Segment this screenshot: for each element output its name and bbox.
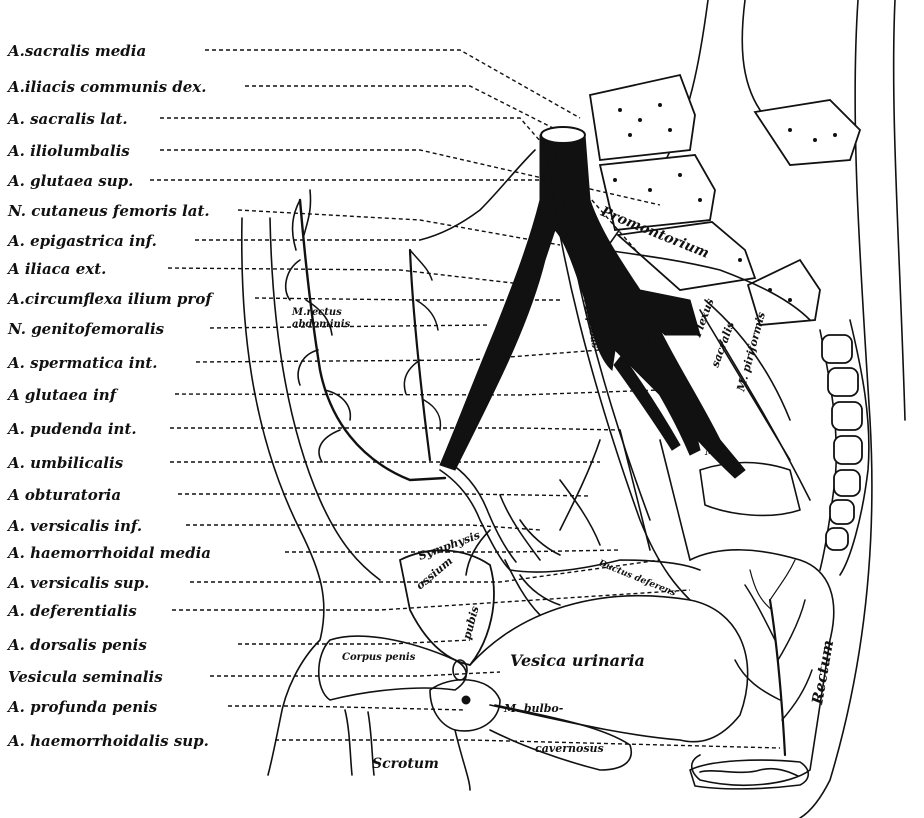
label-ductus-deferens: Ductus deferens (596, 558, 677, 599)
label-a-sacralis-lat: A. sacralis lat. (6, 110, 128, 128)
label-rectum: Rectum (808, 639, 837, 707)
coccyx-segments (822, 335, 862, 550)
label-m-short: M. (704, 447, 720, 458)
label-a-glutaea-sup: A. glutaea sup. (6, 172, 133, 190)
label-n-cutaneus-femoris-lat: N. cutaneus femoris lat. (7, 202, 210, 220)
label-n-genitofemoralis: N. genitofemoralis (7, 320, 165, 338)
label-vesicula-seminalis: Vesicula seminalis (8, 668, 163, 686)
label-a-deferentialis: A. deferentialis (6, 602, 137, 620)
label-a-obturatoria: A obturatoria (6, 486, 121, 504)
label-a-iliaca-communis-dex: A.iliacis communis dex. (6, 78, 206, 96)
label-a-dorsalis-penis: A. dorsalis penis (6, 636, 147, 654)
label-m-bulbo: M. bulbo- (503, 702, 564, 715)
label-corpus-penis: Corpus penis (342, 652, 416, 663)
label-a-spermatica-int: A. spermatica int. (6, 354, 158, 372)
label-a-profunda-penis: A. profunda penis (6, 698, 158, 716)
label-a-umbilicalis: A. umbilicalis (6, 454, 124, 472)
label-cavernosus: cavernosus (535, 742, 604, 755)
label-m-piriformis: M. piriformis (734, 311, 768, 394)
label-a-vesicalis-inf: A. versicalis inf. (6, 517, 142, 535)
label-a-vesicalis-sup: A. versicalis sup. (6, 574, 149, 592)
label-a-glutaea-inf: A glutaea inf (6, 386, 119, 404)
label-a-sacralis-media: A.sacralis media (6, 42, 146, 60)
label-vesica-urinaria: Vesica urinaria (510, 651, 645, 670)
label-m-rectus: M.rectus (291, 307, 342, 318)
label-a-iliaca-ext: A iliaca ext. (6, 260, 106, 278)
label-scrotum: Scrotum (372, 756, 439, 772)
side-labels: A.sacralis media A.iliacis communis dex.… (6, 42, 214, 750)
label-a-haemorrhoidalis-media: A. haemorrhoidal media (6, 544, 211, 562)
label-a-epigastrica-inf: A. epigastrica inf. (6, 232, 157, 250)
label-a-pudenda-int: A. pudenda int. (6, 420, 137, 438)
label-abdominis: abdominis (292, 319, 351, 330)
label-a-circumflexa-ilium-prof: A.circumflexa ilium prof (6, 290, 214, 308)
label-a-haemorrhoidalis-sup: A. haemorrhoidalis sup. (6, 732, 209, 750)
label-a-iliolumbalis: A. iliolumbalis (6, 142, 130, 160)
